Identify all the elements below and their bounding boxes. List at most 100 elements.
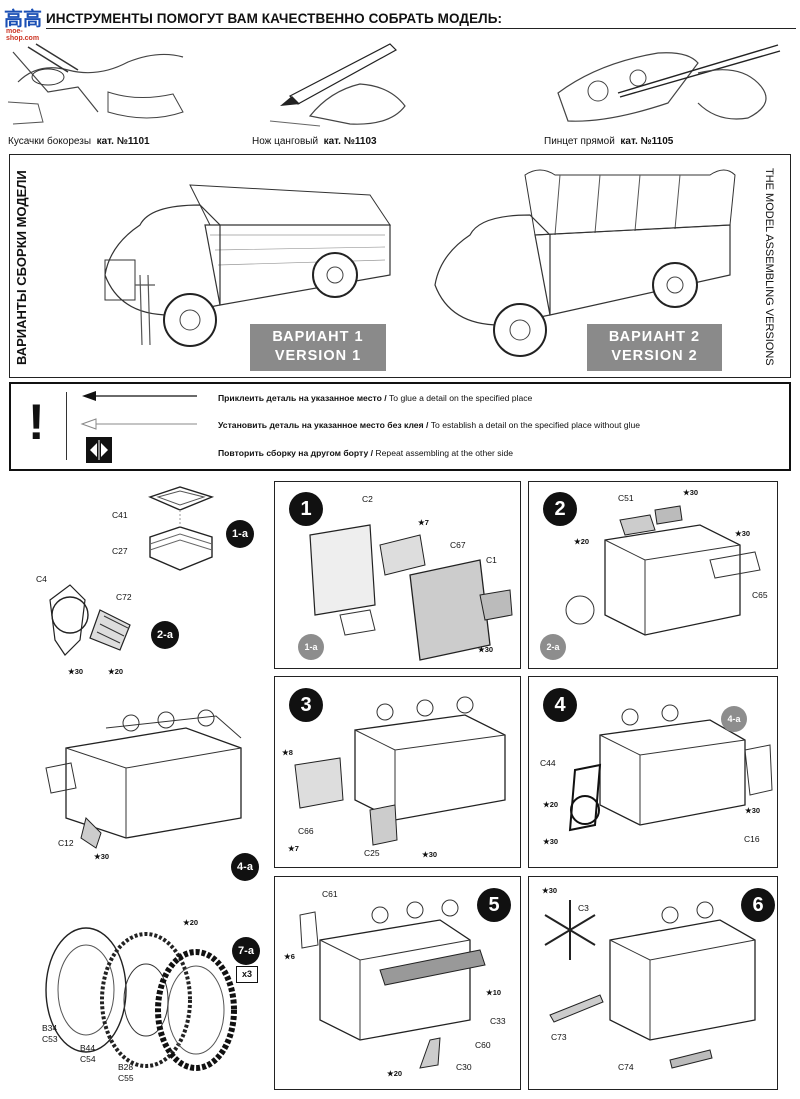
part-label: C65 xyxy=(752,590,768,600)
part-label: C61 xyxy=(322,889,338,899)
part-label: C30 xyxy=(456,1062,472,1072)
part-label-c41: C41 xyxy=(112,510,128,520)
cutters-illustration xyxy=(7,43,184,125)
tool-name: Кусачки бокорезы xyxy=(8,136,92,147)
legend-row-repeat: Повторить сборку на другом борту / Repea… xyxy=(218,448,513,458)
legend-en: To establish a detail on the specified p… xyxy=(428,420,640,430)
part-c41-c27-illustration xyxy=(148,486,215,571)
tool-caption-tweezers: Пинцет прямой кат. №1105 xyxy=(544,136,673,147)
legend-row-no-glue: Установить деталь на указанное место без… xyxy=(218,420,640,430)
step-5-number: 5 xyxy=(477,888,511,922)
versions-title-en: THE MODEL ASSEMBLING VERSIONS xyxy=(763,168,775,366)
step-1-illustration xyxy=(309,524,513,661)
legend-row-glue: Приклеить деталь на указанное место / To… xyxy=(218,393,532,403)
legend-divider xyxy=(66,392,67,460)
star-badge: ★20 xyxy=(387,1069,403,1078)
tool-name: Пинцет прямой xyxy=(544,136,615,147)
part-label: C25 xyxy=(364,848,380,858)
tool-cat: кат. №1101 xyxy=(96,136,150,147)
substep-badge-1a: 1-a xyxy=(226,520,254,548)
part-label: C16 xyxy=(744,834,760,844)
step-1-panel xyxy=(274,481,521,669)
star-badge: ★30 xyxy=(478,645,494,654)
logo: 高高 moe-shop.com xyxy=(4,4,43,42)
step-2-number: 2 xyxy=(543,492,577,526)
no-glue-arrow-icon xyxy=(80,418,197,430)
part-label: C73 xyxy=(551,1032,567,1042)
version-2-badge: ВАРИАНТ 2 VERSION 2 xyxy=(587,324,722,371)
star-badge: ★10 xyxy=(486,988,502,997)
warning-icon: ! xyxy=(28,394,45,450)
substep-ref-2a: 2-a xyxy=(540,634,566,660)
legend-ru: Приклеить деталь на указанное место / xyxy=(218,393,387,403)
tool-cat: кат. №1105 xyxy=(620,136,674,147)
step-1-number: 1 xyxy=(289,492,323,526)
substep-badge-7a: 7-a xyxy=(232,937,260,965)
repeat-other-side-icon xyxy=(86,437,112,463)
substep-badge-4a: 4-a xyxy=(231,853,259,881)
star-badge: ★20 xyxy=(183,918,199,927)
title-rule xyxy=(46,28,796,29)
truck-version-2 xyxy=(434,169,736,357)
knife-illustration xyxy=(269,43,406,127)
step-5-illustration xyxy=(299,899,486,1069)
star-badge: ★30 xyxy=(745,806,761,815)
versions-title-ru: ВАРИАНТЫ СБОРКИ МОДЕЛИ xyxy=(14,170,29,365)
step-2-illustration xyxy=(565,505,761,636)
part-label-c12: C12 xyxy=(58,838,74,848)
version-1-ru: ВАРИАНТ 1 xyxy=(272,329,364,345)
version-2-en: VERSION 2 xyxy=(611,348,698,364)
truck-version-1 xyxy=(104,184,391,347)
star-badge: ★8 xyxy=(282,748,293,757)
star-badge: ★20 xyxy=(574,537,590,546)
legend-en: Repeat assembling at the other side xyxy=(373,448,514,458)
tool-name: Нож цанговый xyxy=(252,136,319,147)
step-4-number: 4 xyxy=(543,688,577,722)
part-label: C33 xyxy=(490,1016,506,1026)
part-label-c72: C72 xyxy=(116,592,132,602)
step-4-illustration xyxy=(568,704,773,832)
substep-ref-4a: 4-a xyxy=(721,706,747,732)
star-badge: ★30 xyxy=(543,837,559,846)
part-label: C2 xyxy=(362,494,373,504)
part-label: C1 xyxy=(486,555,497,565)
star-badge: ★7 xyxy=(288,844,299,853)
part-label: C66 xyxy=(298,826,314,836)
step-5-panel xyxy=(274,876,521,1090)
tool-cat: кат. №1103 xyxy=(323,136,377,147)
page-title: ИНСТРУМЕНТЫ ПОМОГУТ ВАМ КАЧЕСТВЕННО СОБР… xyxy=(46,11,503,26)
legend-en: To glue a detail on the specified place xyxy=(386,393,533,403)
legend-ru: Повторить сборку на другом борту / xyxy=(218,448,374,458)
substep-badge-2a: 2-a xyxy=(151,621,179,649)
part-label: C44 xyxy=(540,758,556,768)
star-badge: ★30 xyxy=(683,488,699,497)
star-badge: ★7 xyxy=(418,518,429,527)
wheel-7a-illustration xyxy=(45,927,237,1071)
legend-panel xyxy=(9,382,791,471)
step-6-panel xyxy=(528,876,778,1090)
version-1-badge: ВАРИАНТ 1 VERSION 1 xyxy=(250,324,386,371)
star-badge: ★30 xyxy=(94,852,110,861)
version-1-en: VERSION 1 xyxy=(274,348,362,364)
star-badge: ★20 xyxy=(543,800,559,809)
star-badge: ★20 xyxy=(108,667,124,676)
quantity-badge: x3 xyxy=(236,966,258,983)
step-3-illustration xyxy=(294,696,506,846)
substep-ref-1a: 1-a xyxy=(298,634,324,660)
logo-text: 高高 xyxy=(4,8,43,30)
part-label: C60 xyxy=(475,1040,491,1050)
part-label-c27: C27 xyxy=(112,546,128,556)
versions-panel xyxy=(9,154,791,378)
legend-ru: Установить деталь на указанное место без… xyxy=(218,420,429,430)
part-label: C51 xyxy=(618,493,634,503)
star-badge: ★30 xyxy=(68,667,84,676)
tweezers-illustration xyxy=(557,44,781,122)
step-3-number: 3 xyxy=(289,688,323,722)
part-label: C67 xyxy=(450,540,466,550)
step-6-number: 6 xyxy=(741,888,775,922)
glue-arrow-icon xyxy=(82,391,197,401)
tool-caption-knife: Нож цанговый кат. №1103 xyxy=(252,136,377,147)
